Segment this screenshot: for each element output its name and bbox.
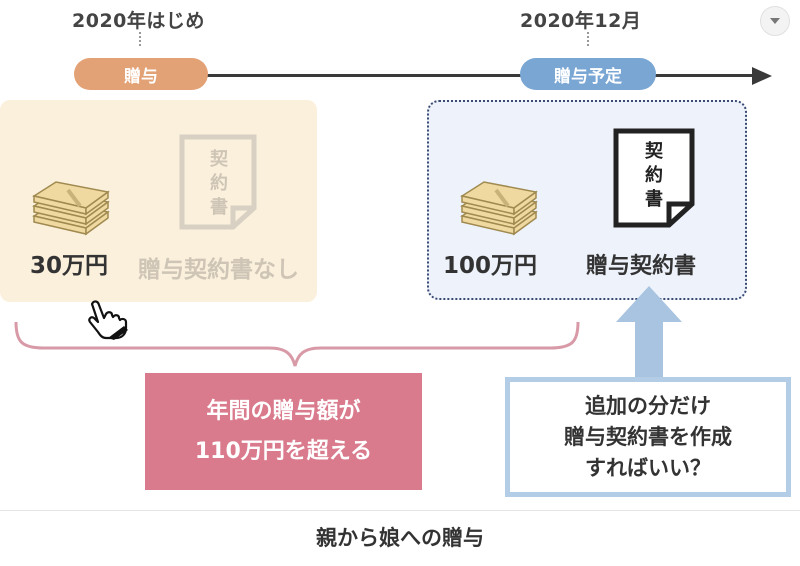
start-date-label: 2020年はじめ — [72, 10, 205, 32]
document-icon-text: 契 約 書 — [645, 141, 663, 210]
money-stack-icon — [460, 181, 538, 236]
money-stack-icon — [32, 181, 110, 236]
planned-gift-pill: 贈与予定 — [520, 58, 656, 90]
contract-document-icon-faded — [179, 134, 257, 230]
left-amount: 30万円 — [30, 253, 109, 279]
question-line2: 贈与契約書を作成 — [564, 424, 732, 449]
annual-gift-line2: 110万円を超える — [194, 438, 373, 464]
question-line3: すればいい？ — [585, 455, 711, 480]
menu-dropdown-button[interactable] — [760, 6, 790, 36]
annual-gift-callout: 年間の贈与額が 110万円を超える — [145, 373, 422, 490]
caption: 親から娘への贈与 — [316, 526, 484, 550]
no-contract-label: 贈与契約書なし — [138, 257, 299, 283]
start-date-tick — [139, 32, 143, 46]
question-callout: 追加の分だけ 贈与契約書を作成 すればいい？ — [505, 377, 791, 497]
dropdown-chevron-icon — [770, 18, 780, 24]
annual-gift-line1: 年間の贈与額が — [206, 398, 361, 424]
contract-label: 贈与契約書 — [586, 254, 697, 279]
curly-brace — [14, 321, 580, 367]
right-amount: 100万円 — [443, 253, 538, 279]
timeline-arrowhead — [752, 67, 772, 85]
contract-document-icon — [613, 128, 695, 228]
caption-band — [0, 510, 800, 566]
end-date-tick — [587, 32, 591, 46]
end-date-label: 2020年12月 — [520, 10, 642, 32]
pointing-hand-cursor-icon — [88, 300, 128, 340]
up-arrow — [616, 286, 682, 382]
timeline-line — [170, 74, 760, 77]
document-icon-text-faded: 契 約 書 — [210, 149, 228, 218]
gift-pill: 贈与 — [74, 58, 208, 90]
question-line1: 追加の分だけ — [585, 393, 711, 418]
